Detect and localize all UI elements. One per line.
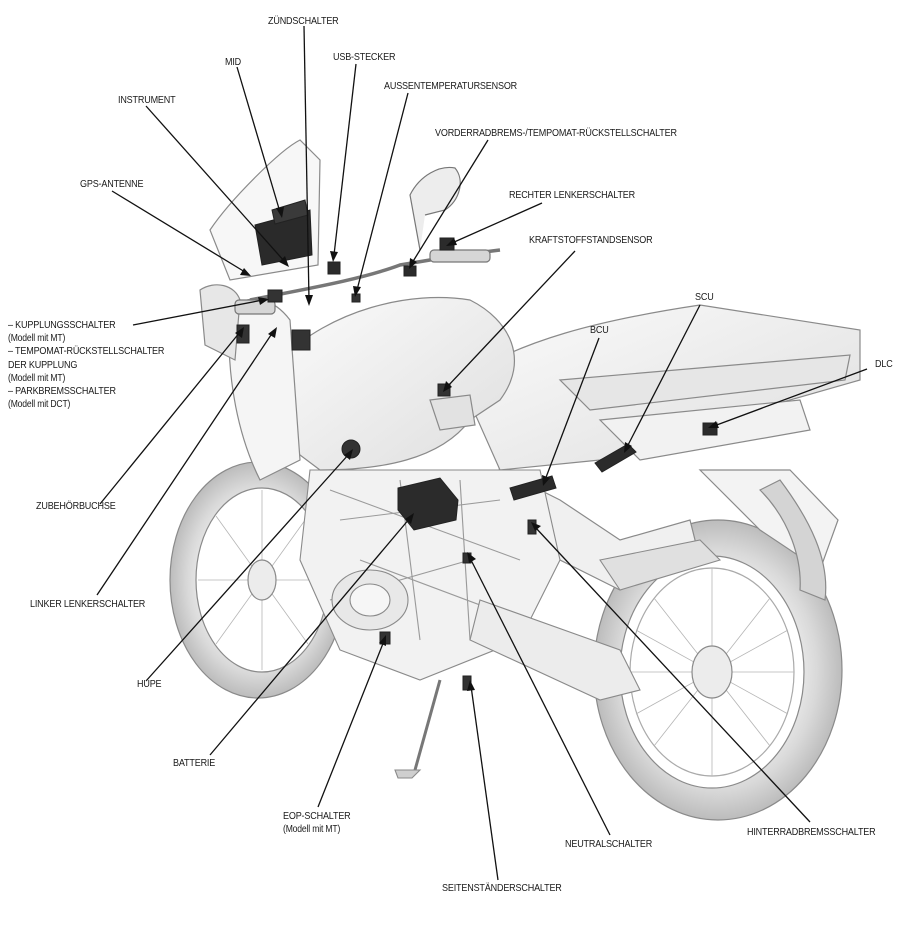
leader-hupe [145,453,350,682]
arrowhead-zuendschalter [305,295,313,306]
leader-kraftstoff [446,250,576,388]
arrowhead-bcu [542,475,550,486]
label-batterie: BATTERIE [173,757,216,769]
label-eop-schalter-group: EOP-SCHALTER (Modell mit MT) [283,810,351,836]
arrowhead-neutral [467,552,476,563]
arrowhead-eop [379,635,386,646]
kupplung-line-1: – KUPPLUNGSSCHALTER [8,319,116,331]
kupplung-line-7: (Modell mit DCT) [8,399,71,411]
arrowhead-hupe [344,449,353,460]
label-usb-stecker: USB-STECKER [333,51,396,63]
label-gps-antenne: GPS-ANTENNE [80,178,144,190]
rear-wheel [593,519,843,821]
arrowhead-kupplung [258,297,269,305]
arrowhead-aussentemp [353,286,361,297]
label-aussentemperatursensor: AUSSENTEMPERATURSENSOR [384,80,518,92]
arrowhead-seitenstaender [467,680,475,691]
leader-usb [333,63,357,256]
label-mid: MID [225,56,242,68]
leader-mid [236,66,281,213]
engine-and-frame [299,469,722,779]
fuel-tank-and-fairing [199,139,516,481]
arrowhead-scu [624,442,632,453]
arrowhead-zubehoer [235,327,244,338]
label-scu: SCU [695,291,714,303]
leader-linker-lenker [96,331,274,596]
label-bcu: BCU [590,324,609,336]
label-rechter-lenkerschalter: RECHTER LENKERSCHALTER [509,189,636,201]
label-hinterradbremsschalter: HINTERRADBREMSSCHALTER [747,826,876,838]
label-linker-lenkerschalter: LINKER LENKERSCHALTER [30,598,146,610]
kupplung-line-5: (Modell mit MT) [8,372,66,384]
leader-bcu [544,337,600,481]
leader-gps [111,190,246,273]
leader-instrument [145,105,286,263]
label-neutralschalter: NEUTRALSCHALTER [565,838,653,850]
arrowhead-kraftstoff [443,381,452,392]
label-zuendschalter: ZÜNDSCHALTER [268,15,339,27]
kupplung-line-3: – TEMPOMAT-RÜCKSTELLSCHALTER [8,345,165,358]
leader-hinterrad [534,526,811,823]
eop-line-2: (Modell mit MT) [283,824,341,835]
leader-zubehoer [99,331,241,505]
leader-dlc [713,368,868,427]
kupplung-line-4: DER KUPPLUNG [8,358,78,371]
label-kraftstoffstandsensor: KRAFTSTOFFSTANDSENSOR [529,234,653,246]
arrowhead-linker-lenker [268,327,277,338]
arrowhead-vorderradbrems [409,258,417,269]
eop-line-1: EOP-SCHALTER [283,810,351,822]
label-kupplungsschalter-group: – KUPPLUNGSSCHALTER (Modell mit MT) – TE… [8,319,164,411]
rear-fender [698,469,839,601]
label-hupe: HUPE [137,678,162,690]
leader-batterie [209,517,411,756]
arrowhead-dlc [708,421,719,428]
leader-zuendschalter [303,25,310,301]
arrowhead-batterie [405,513,414,524]
leader-aussentemp [356,92,409,291]
label-instrument: INSTRUMENT [118,94,176,106]
leader-scu [626,304,701,448]
kupplung-line-2: (Modell mit MT) [8,333,66,345]
leader-eop [317,640,385,808]
arrowhead-gps [240,268,251,276]
arrowhead-usb [330,251,338,262]
label-seitenstaenderschalter: SEITENSTÄNDERSCHALTER [442,882,562,894]
leader-neutral [469,557,611,836]
leader-vorderradbrems [411,139,489,264]
label-zubehoerbuchse: ZUBEHÖRBUCHSE [36,500,116,512]
leader-kupplung [132,299,264,326]
label-dlc: DLC [875,358,893,370]
leader-rechter-lenker [451,202,543,244]
label-vorderradbrems: VORDERRADBREMS-/TEMPOMAT-RÜCKSTELLSCHALT… [435,127,677,139]
kupplung-line-6: – PARKBREMSSCHALTER [8,385,116,398]
arrowhead-mid [276,207,284,218]
arrowhead-instrument [279,256,289,267]
arrowhead-rechter-lenker [446,238,457,246]
leader-lines [96,25,868,881]
leader-seitenstaender [470,685,499,881]
arrowhead-hinterrad [531,522,541,531]
